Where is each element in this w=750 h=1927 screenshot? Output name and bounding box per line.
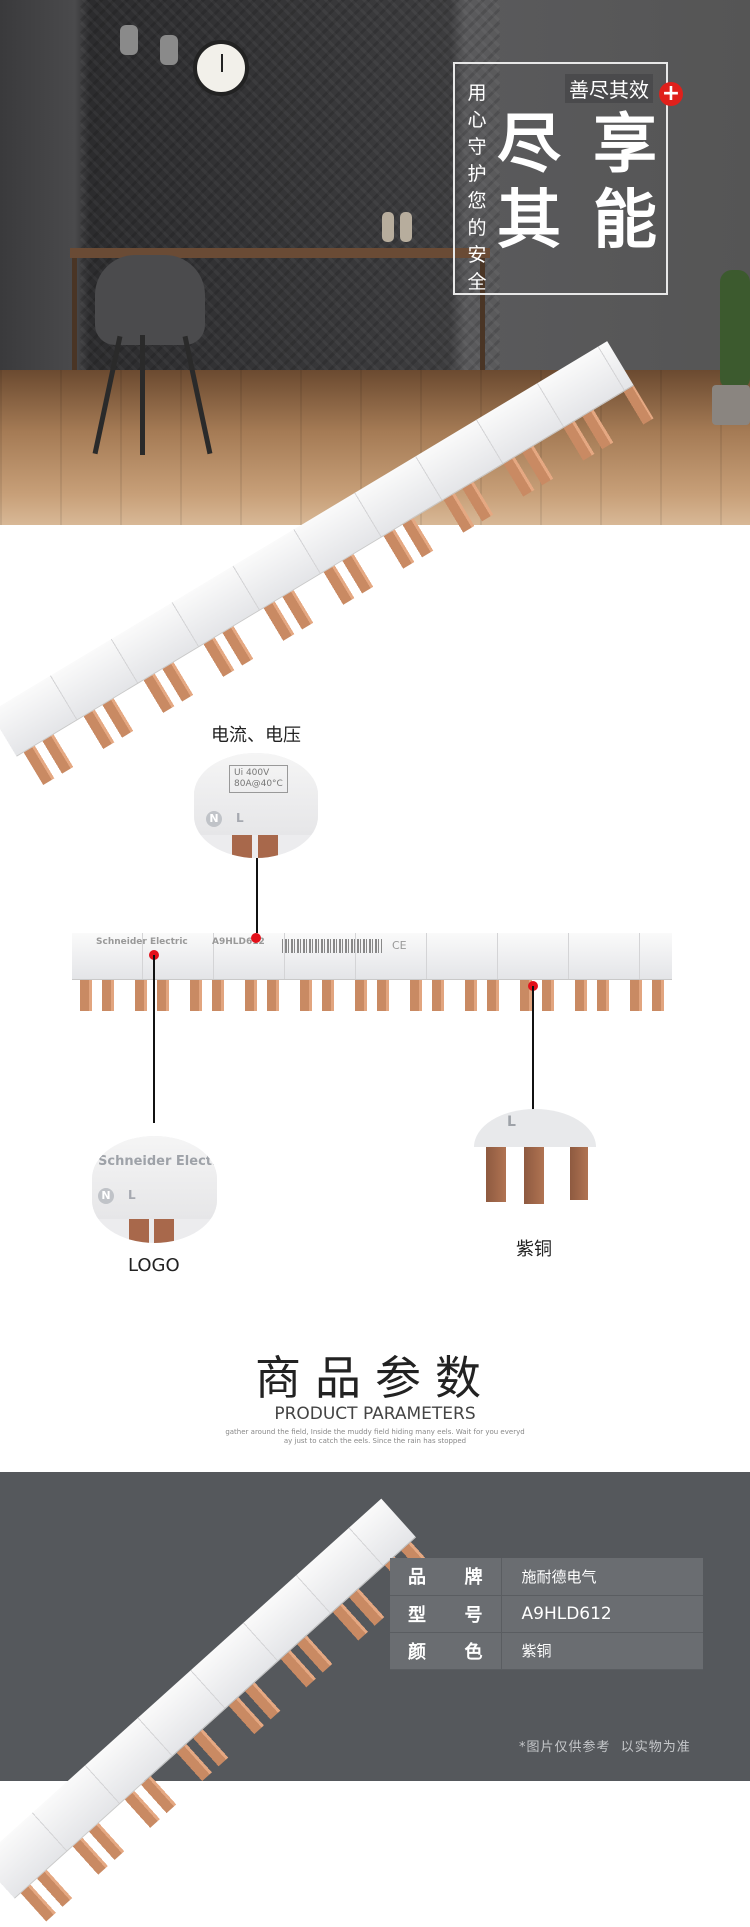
model-text: A9HLD612 <box>212 937 265 947</box>
callout-dot <box>251 933 261 943</box>
table-row: 颜 色紫铜 <box>390 1632 703 1670</box>
vase <box>400 212 412 242</box>
plant-pot <box>712 385 750 425</box>
desk-leg <box>72 258 77 398</box>
slogan-char: 您 <box>467 190 487 212</box>
param-key: 牌 <box>464 1567 483 1589</box>
callout-line <box>153 955 155 1123</box>
slogan-subtitle: 善尽其效 <box>565 74 653 103</box>
busbar-main-image: Schneider Electric A9HLD612 CE <box>72 933 672 1011</box>
terminal-n: N <box>98 1188 114 1204</box>
slogan-char: 守 <box>467 136 487 158</box>
brand-text: Schneider Electric <box>96 937 188 947</box>
terminal-n: N <box>206 811 222 827</box>
headline-char: 能 <box>593 184 657 258</box>
param-value: 施耐德电气 <box>501 1558 703 1596</box>
slogan-char: 全 <box>467 271 487 293</box>
brand-logo-text: Schneider Electric <box>98 1154 217 1169</box>
chair <box>95 255 205 345</box>
ce-mark: CE <box>392 939 407 952</box>
barcode <box>282 939 382 953</box>
voltage-callout-label: 电流、电压 <box>211 725 301 746</box>
callout-line <box>532 986 534 1111</box>
slogan-char: 用 <box>467 82 487 104</box>
param-value: 紫铜 <box>501 1632 703 1670</box>
slogan-char: 心 <box>467 109 487 131</box>
param-key: 型 <box>408 1604 426 1626</box>
params-title: 商品参数 <box>255 1351 495 1405</box>
logo-callout-label: LOGO <box>128 1255 180 1276</box>
param-key: 品 <box>408 1567 426 1589</box>
busbar-teeth <box>80 980 672 1011</box>
desk-leg <box>480 258 485 398</box>
headline-char: 其 <box>497 184 561 258</box>
pendant-lamp <box>120 25 138 55</box>
rating-voltage: Ui 400V <box>234 768 270 778</box>
slogan-char: 的 <box>467 217 487 239</box>
params-subtitle: PRODUCT PARAMETERS <box>274 1404 476 1424</box>
terminal-l: L <box>236 811 244 825</box>
filler-text: ay just to catch the eels. Since the rai… <box>283 1437 467 1445</box>
pendant-lamp <box>160 35 178 65</box>
filler-text: gather around the field, Inside the mudd… <box>225 1428 525 1436</box>
chair-leg <box>140 335 145 455</box>
headline-char: 享 <box>593 108 657 182</box>
copper-callout-image: L <box>474 1109 596 1204</box>
rating-current: 80A@40°C <box>234 779 283 789</box>
params-table: 品 牌施耐德电气 型 号 A9HLD612 颜 色紫铜 <box>390 1558 703 1670</box>
param-key: 号 <box>464 1604 483 1626</box>
cactus-plant <box>720 270 750 390</box>
vertical-slogan: 用 心 守 护 您 的 安 全 <box>467 80 487 296</box>
table-row: 品 牌施耐德电气 <box>390 1558 703 1596</box>
copper-callout-label: 紫铜 <box>516 1239 552 1260</box>
terminal-l: L <box>507 1114 516 1130</box>
plus-icon: + <box>659 82 683 106</box>
param-value: A9HLD612 <box>501 1595 703 1633</box>
slogan-char: 安 <box>467 244 487 266</box>
slogan-frame: 用 心 守 护 您 的 安 全 善尽其效 尽 享 其 能 + <box>453 62 683 296</box>
desk <box>70 248 490 258</box>
terminal-l: L <box>128 1188 136 1202</box>
hero-banner: 用 心 守 护 您 的 安 全 善尽其效 尽 享 其 能 + <box>0 0 750 525</box>
vase <box>382 212 394 242</box>
headline-char: 尽 <box>497 108 561 182</box>
disclaimer-text: *图片仅供参考 以实物为准 <box>519 1740 691 1755</box>
callout-line <box>256 858 258 938</box>
wall-clock <box>193 40 249 96</box>
param-key: 颜 <box>408 1641 426 1663</box>
slogan-char: 护 <box>467 163 487 185</box>
param-key: 色 <box>464 1641 483 1663</box>
table-row: 型 号 A9HLD612 <box>390 1595 703 1633</box>
logo-callout-image: Schneider Electric NL <box>92 1136 217 1243</box>
